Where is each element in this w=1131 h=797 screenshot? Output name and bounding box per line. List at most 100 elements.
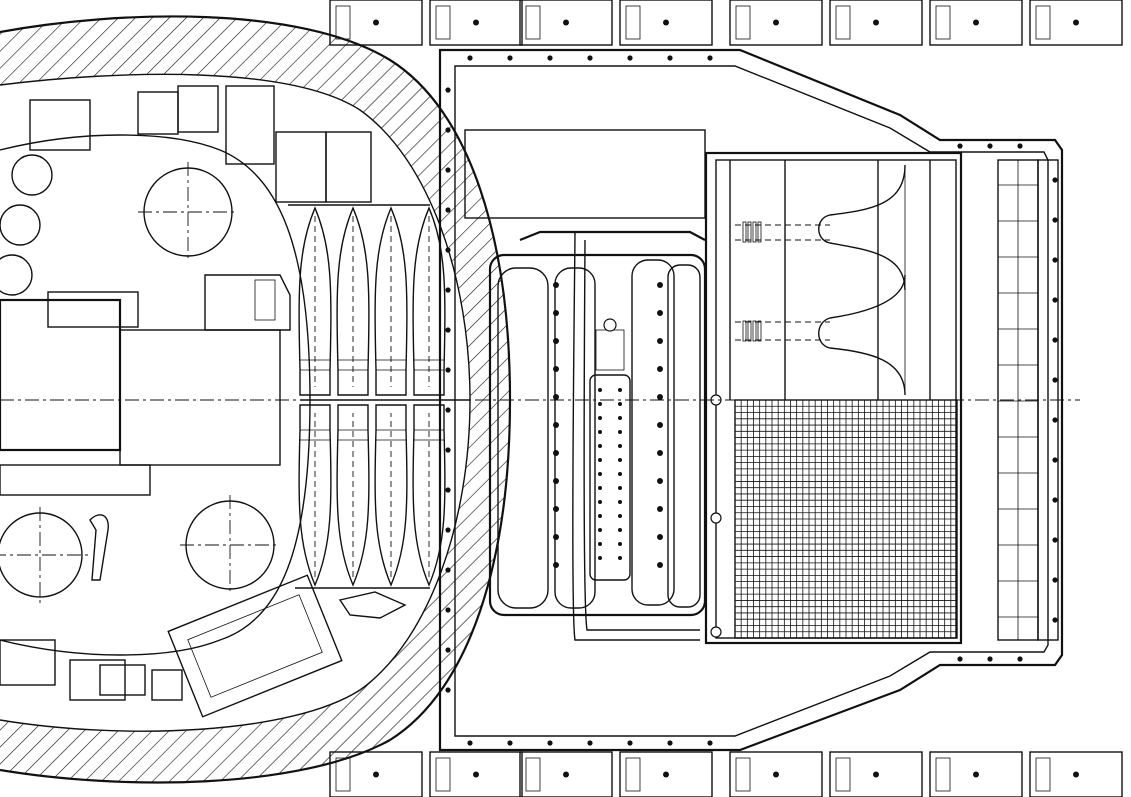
injector-bolt (598, 416, 602, 420)
cooling-fan-lower (818, 274, 906, 396)
cooling-fan-upper (818, 164, 906, 291)
track-guide (625, 757, 641, 792)
injector-bolt (598, 528, 602, 532)
track-link (1029, 0, 1123, 46)
track-pin (973, 19, 979, 26)
ammo-round (374, 404, 408, 587)
engine-bolt (553, 394, 559, 400)
track-pin (663, 771, 669, 778)
deck-bolt (667, 740, 673, 746)
track-links-top (329, 0, 1123, 46)
injector-bolt (598, 500, 602, 504)
injector-bolt (598, 514, 602, 518)
track-pin (1073, 19, 1079, 26)
track-link (829, 0, 923, 46)
ammo-round (298, 206, 332, 396)
deck-bolt (445, 87, 451, 93)
injector-bolt (618, 556, 622, 560)
track-pin (563, 771, 569, 778)
deck-bolt (957, 143, 963, 149)
engine-bolt (657, 422, 663, 428)
engine-deck-access-plate (438, 48, 1064, 752)
engine-bolt (657, 478, 663, 484)
deck-bolt (987, 656, 993, 662)
deck-bolt (445, 687, 451, 693)
ammo-round (336, 206, 370, 396)
deck-bolt (1052, 457, 1058, 463)
deck-stud (710, 512, 722, 524)
deck-bolt (1052, 257, 1058, 263)
injector-bolt (618, 514, 622, 518)
track-pin (1073, 771, 1079, 778)
deck-bolt (507, 55, 513, 61)
injector-bolt (618, 416, 622, 420)
injector-bolt (598, 458, 602, 462)
injector-bolt (598, 472, 602, 476)
injector-bolt (618, 388, 622, 392)
fan-coupling (742, 221, 747, 243)
track-guide (735, 5, 751, 40)
gun-breech (0, 274, 291, 496)
track-link (519, 751, 613, 797)
injector-bolt (618, 542, 622, 546)
engine-bolt (657, 506, 663, 512)
fan-coupling (752, 221, 757, 243)
track-guide (835, 757, 851, 792)
engine-bolt (553, 282, 559, 288)
deck-bolt (587, 740, 593, 746)
track-guide (735, 757, 751, 792)
ammo-round (412, 404, 446, 587)
injector-bolt (618, 402, 622, 406)
engine-top-cover (464, 129, 706, 219)
injector-bolt (598, 430, 602, 434)
track-link (729, 751, 823, 797)
track-guide (1035, 757, 1051, 792)
ammo-round (374, 206, 408, 396)
deck-bolt (587, 55, 593, 61)
injector-bolt (598, 542, 602, 546)
track-guide (525, 5, 541, 40)
track-guide (525, 757, 541, 792)
track-link (729, 0, 823, 46)
deck-bolt (1052, 497, 1058, 503)
deck-bolt (1052, 177, 1058, 183)
track-guide (935, 757, 951, 792)
injector-bolt (618, 430, 622, 434)
track-guide (625, 5, 641, 40)
deck-bolt (445, 327, 451, 333)
engine-bolt (553, 338, 559, 344)
deck-bolt (627, 55, 633, 61)
fan-coupling (747, 221, 752, 243)
deck-bolt (445, 487, 451, 493)
track-pin (773, 19, 779, 26)
track-pin (473, 771, 479, 778)
track-link (829, 751, 923, 797)
engine-bolt (553, 422, 559, 428)
track-link (619, 751, 713, 797)
fan-coupling (742, 320, 747, 342)
track-pin (373, 19, 379, 26)
deck-bolt (1052, 537, 1058, 543)
track-pin (773, 771, 779, 778)
deck-bolt (667, 55, 673, 61)
track-link (329, 0, 423, 46)
engine-bolt (553, 478, 559, 484)
injector-bolt (598, 444, 602, 448)
track-pin (873, 19, 879, 26)
fan-coupling (757, 320, 762, 342)
track-link (429, 0, 523, 46)
deck-bolt (467, 740, 473, 746)
deck-bolt (987, 143, 993, 149)
track-link (619, 0, 713, 46)
track-pin (663, 19, 669, 26)
track-pin (873, 771, 879, 778)
injector-bolt (618, 528, 622, 532)
injector-bolt (618, 500, 622, 504)
track-pin (563, 19, 569, 26)
deck-bolt (1017, 143, 1023, 149)
deck-bolt (445, 367, 451, 373)
track-link (1029, 751, 1123, 797)
engine-bolt (657, 450, 663, 456)
track-link (929, 751, 1023, 797)
